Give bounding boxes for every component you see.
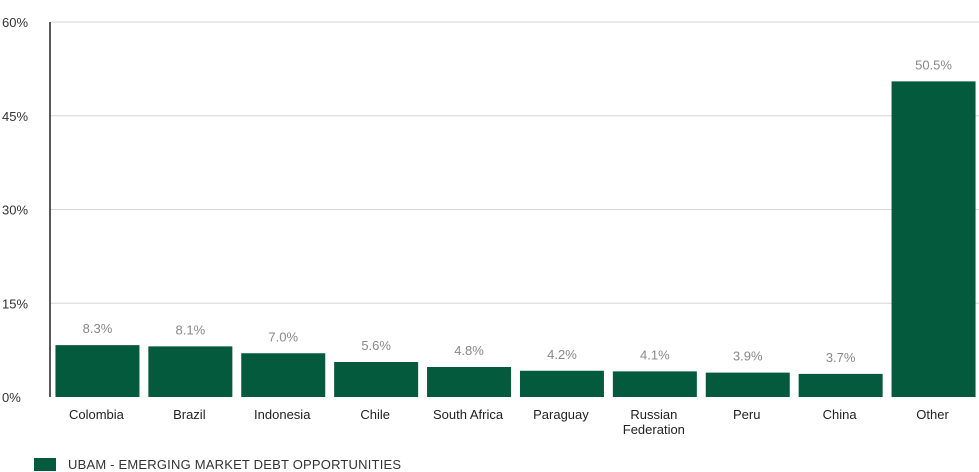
y-axis-ticks: 0% 15% 30% 45% 60%: [2, 15, 28, 405]
bar: [241, 353, 326, 397]
legend: UBAM - EMERGING MARKET DEBT OPPORTUNITIE…: [34, 456, 401, 472]
data-label: 3.7%: [826, 350, 856, 365]
data-labels: 8.3% 8.1% 7.0% 5.6% 4.8% 4.2% 4.1% 3.9% 3.7% 50.5…: [83, 57, 953, 365]
bar: [612, 371, 697, 397]
x-tick-label: Indonesia: [254, 407, 311, 422]
data-label: 3.9%: [733, 349, 763, 364]
bar: [148, 346, 233, 397]
y-tick-label: 0%: [2, 390, 21, 405]
y-tick-label: 45%: [2, 109, 28, 124]
bar: [798, 373, 883, 397]
bar: [705, 372, 790, 397]
data-label: 8.1%: [176, 322, 206, 337]
x-tick-label: Paraguay: [533, 407, 589, 422]
x-tick-label: Chile: [360, 407, 390, 422]
x-tick-label: Brazil: [173, 407, 206, 422]
data-label: 8.3%: [83, 321, 113, 336]
bar: [427, 367, 512, 397]
data-label: 4.1%: [640, 347, 670, 362]
data-label: 4.8%: [454, 343, 484, 358]
bar: [519, 370, 604, 397]
x-tick-label: Other: [916, 407, 949, 422]
x-axis-labels: Colombia Brazil Indonesia Chile South Africa…: [69, 407, 949, 437]
bar: [334, 362, 419, 397]
y-tick-label: 15%: [2, 296, 28, 311]
bars: [55, 81, 976, 397]
x-tick-label: China: [823, 407, 858, 422]
y-tick-label: 30%: [2, 203, 28, 218]
legend-label: UBAM - EMERGING MARKET DEBT OPPORTUNITIE…: [68, 456, 402, 472]
x-tick-label: Peru: [733, 407, 760, 422]
legend-swatch: [34, 457, 56, 471]
grid-lines: [50, 21, 979, 304]
y-tick-label: 60%: [2, 15, 28, 30]
x-tick-label: South Africa: [433, 407, 504, 422]
bar-chart: 0% 15% 30% 45% 60% 8.3% 8.1% 7.0% 5.6% 4.8% 4.2% 4…: [2, 15, 979, 437]
bar: [55, 345, 140, 397]
data-label: 4.2%: [547, 347, 577, 362]
bar: [891, 81, 976, 397]
data-label: 50.5%: [915, 57, 952, 72]
data-label: 5.6%: [361, 338, 391, 353]
data-label: 7.0%: [268, 329, 298, 344]
x-tick-label: Colombia: [69, 407, 125, 422]
